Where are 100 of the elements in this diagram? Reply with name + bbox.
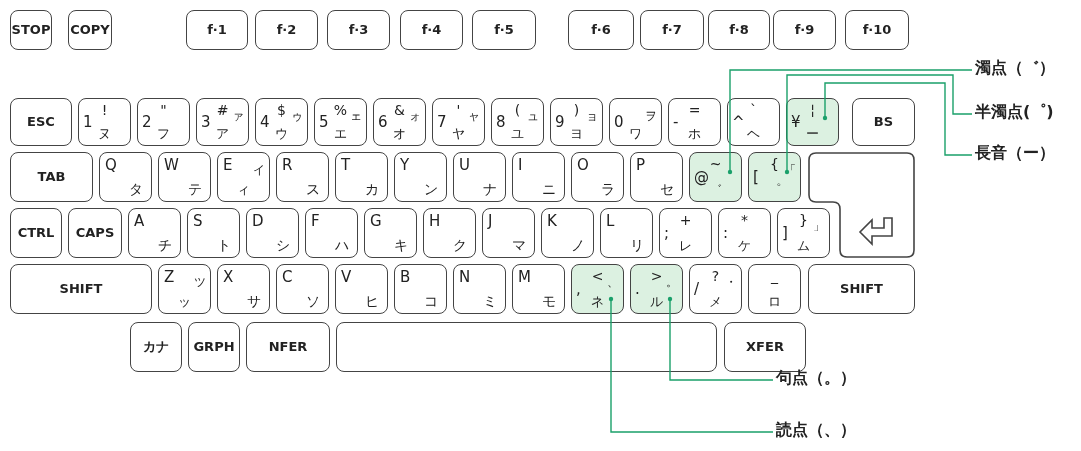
key-legend: W <box>164 158 179 172</box>
key-legend: N <box>459 270 471 284</box>
key-legend: f·7 <box>641 23 703 37</box>
key-legend: エ <box>334 127 347 141</box>
callout-label: 読点（、） <box>776 420 856 441</box>
key-legend: @ <box>694 170 709 184</box>
leader-line <box>608 296 774 433</box>
keyboard-key <box>217 264 270 314</box>
key-legend: ( <box>514 103 521 117</box>
key-legend: T <box>341 158 351 172</box>
key-legend: ツ <box>194 275 206 289</box>
key-legend: 0 <box>614 115 624 129</box>
key-legend: TAB <box>11 170 92 184</box>
keyboard-key <box>423 208 476 258</box>
key-legend: J <box>488 214 493 228</box>
key-legend: B <box>400 270 411 284</box>
key-legend: I <box>518 158 523 172</box>
key-legend: M <box>518 270 531 284</box>
key-legend: 5 <box>319 115 329 129</box>
keyboard-key <box>571 152 624 202</box>
key-legend: ミ <box>483 294 497 308</box>
key-legend: ラ <box>601 182 615 196</box>
key-legend: ァ <box>232 109 244 123</box>
key-legend: & <box>394 103 405 117</box>
key-legend: ] <box>782 226 788 240</box>
key-legend: [ <box>753 170 759 184</box>
key-legend: > <box>650 269 663 283</box>
key-legend: カナ <box>131 340 181 354</box>
key-legend: f·1 <box>187 23 247 37</box>
keyboard-key <box>482 208 535 258</box>
key-legend: ウ <box>275 127 288 141</box>
key-legend: f·8 <box>709 23 769 37</box>
keyboard-key <box>255 98 308 146</box>
keyboard-key <box>400 10 463 50</box>
key-legend: ヌ <box>98 127 111 141</box>
key-legend: % <box>333 103 348 117</box>
keyboard-key <box>708 10 770 50</box>
key-legend: ン <box>424 182 438 196</box>
keyboard-key <box>718 208 771 258</box>
key-legend: ロ <box>768 295 781 309</box>
key-legend: ッ <box>178 295 191 309</box>
callout-label: 濁点（゛） <box>975 58 1055 79</box>
key-legend: ョ <box>586 109 598 123</box>
keyboard-key <box>10 98 72 146</box>
keyboard-key <box>276 264 329 314</box>
keyboard-key <box>630 152 683 202</box>
key-legend: ゜ <box>768 183 781 197</box>
key-legend: R <box>282 158 293 172</box>
keyboard-key <box>786 98 839 146</box>
key-legend: GRPH <box>189 340 239 354</box>
key-legend: ス <box>306 182 320 196</box>
key-legend: 4 <box>260 115 270 129</box>
key-legend: ア <box>216 127 229 141</box>
key-legend: カ <box>365 182 379 196</box>
key-legend: XFER <box>725 340 805 354</box>
key-legend: SHIFT <box>809 282 914 296</box>
key-legend: フ <box>157 127 170 141</box>
key-legend: ` <box>750 103 757 117</box>
key-legend: L <box>606 214 615 228</box>
keyboard-key <box>217 152 270 202</box>
key-legend: ケ <box>738 239 751 253</box>
key-legend: BS <box>853 115 914 129</box>
key-legend: CAPS <box>69 226 121 240</box>
key-legend: * <box>741 213 748 227</box>
callout-label: 長音（ー） <box>975 143 1055 164</box>
keyboard-key <box>158 264 211 314</box>
key-legend: ワ <box>629 127 642 141</box>
key-legend: A <box>134 214 145 228</box>
key-legend: タ <box>129 182 143 196</box>
leader-line <box>667 296 774 381</box>
keyboard-key <box>196 98 249 146</box>
key-legend: O <box>577 158 589 172</box>
key-legend: Q <box>105 158 117 172</box>
key-legend: ル <box>650 295 663 309</box>
key-legend: ォ <box>409 109 421 123</box>
key-legend: メ <box>709 295 722 309</box>
key-legend: + <box>679 213 692 227</box>
keyboard-key <box>550 98 603 146</box>
key-legend: { <box>770 157 779 171</box>
key-legend: f·4 <box>401 23 462 37</box>
key-legend: - <box>673 115 679 129</box>
leader-line <box>822 82 973 156</box>
key-legend: f·5 <box>473 23 535 37</box>
key-legend: 、 <box>607 275 619 289</box>
key-legend: サ <box>247 294 261 308</box>
keyboard-key <box>777 208 830 258</box>
key-legend: # <box>216 103 229 117</box>
key-legend: ク <box>453 238 467 252</box>
key-legend: イ <box>253 163 265 177</box>
keyboard-key <box>852 98 915 146</box>
key-legend: ユ <box>511 127 524 141</box>
keyboard-key <box>630 264 683 314</box>
keyboard-key <box>130 322 182 372</box>
key-legend: NFER <box>247 340 329 354</box>
key-legend: Z <box>164 270 175 284</box>
key-legend: ヲ <box>645 109 657 123</box>
key-legend: 9 <box>555 115 565 129</box>
key-legend: ¦ <box>810 103 815 117</box>
key-legend: モ <box>542 294 556 308</box>
key-legend: } <box>799 213 808 227</box>
